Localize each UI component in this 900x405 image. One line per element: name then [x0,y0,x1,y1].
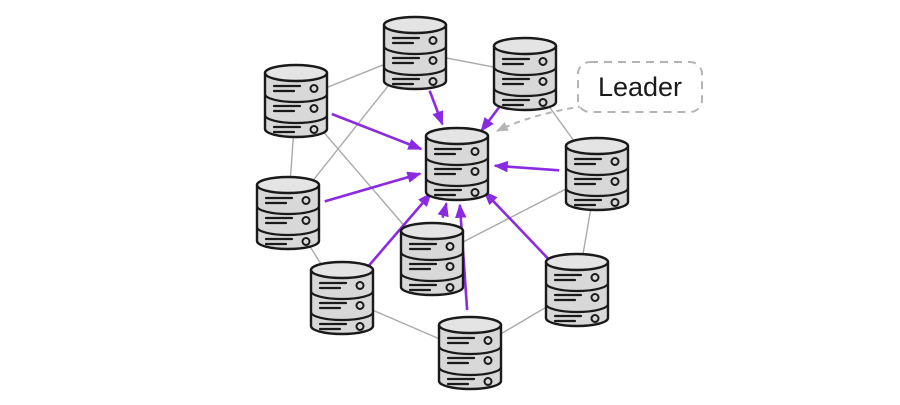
leader-callout: Leader [495,61,703,132]
database-nodes-layer [255,15,630,391]
replication-arrow-mid-left [324,171,422,203]
leader-label-box [577,61,703,113]
replication-arrow-lower-left [367,192,432,268]
replication-arrow-top [428,90,444,126]
db-node-top [382,15,448,91]
db-node-leader [424,126,490,202]
replication-arrow-upper-left [331,112,423,151]
replication-arrow-right [493,160,560,173]
leader-label: Leader [598,72,682,102]
db-node-center-low [399,221,465,297]
db-node-lower-left [309,260,375,336]
db-node-top-right [492,36,558,112]
db-node-right [564,136,630,212]
db-node-bottom [437,315,503,391]
db-node-lower-right [544,252,610,328]
db-node-upper-left [263,63,329,139]
replication-arrows-layer [324,90,560,311]
replication-arrow-center-low [437,201,449,219]
db-node-mid-left [255,175,321,251]
replication-arrow-top-right [480,104,502,132]
replication-arrow-lower-right [483,190,551,261]
callout-pointer-arrow [495,105,585,132]
